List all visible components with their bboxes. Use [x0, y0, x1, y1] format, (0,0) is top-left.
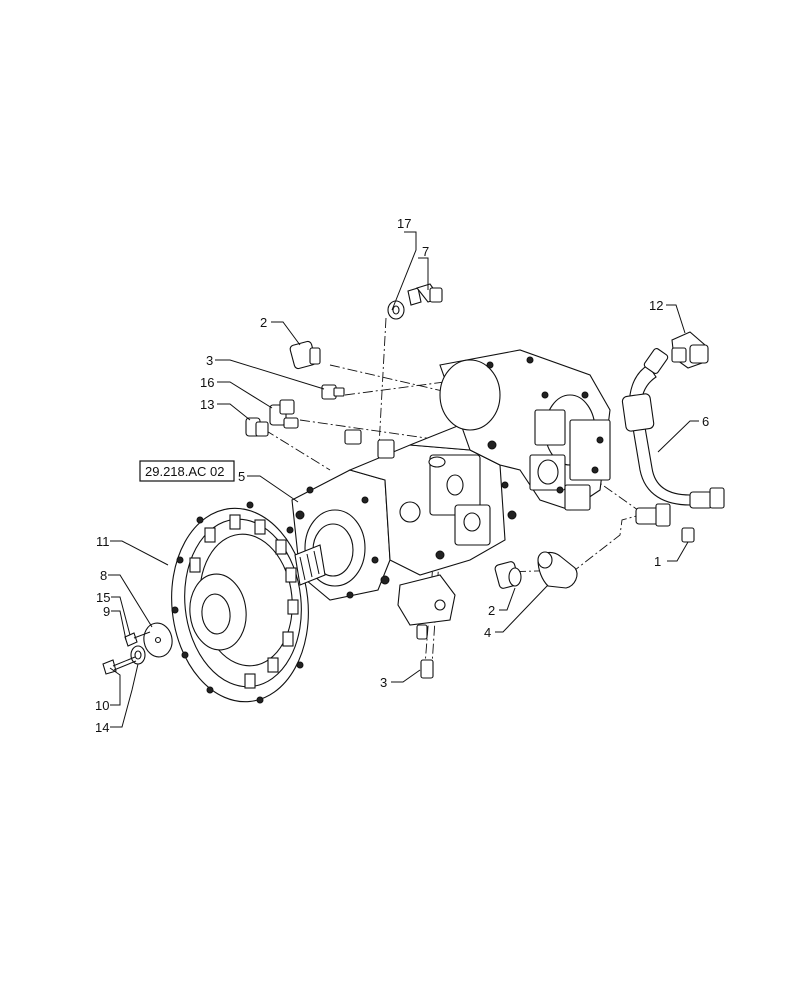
- callout-1[interactable]: 1: [654, 554, 661, 569]
- retaining-plate[interactable]: [141, 621, 174, 659]
- callout-9[interactable]: 9: [103, 604, 110, 619]
- callout-5[interactable]: 5: [238, 469, 245, 484]
- fitting-13[interactable]: [245, 417, 269, 437]
- elbow-fitting-12[interactable]: [671, 331, 709, 369]
- fitting-2-bottom[interactable]: [494, 561, 522, 589]
- callout-11[interactable]: 11: [96, 534, 110, 549]
- flywheel-bolt-holes: [171, 501, 304, 704]
- washer-17[interactable]: [387, 300, 405, 320]
- callout-3-top[interactable]: 3: [206, 353, 213, 368]
- reference-label: 29.218.AC 02: [145, 464, 225, 479]
- washer[interactable]: [130, 645, 146, 665]
- fitting-1[interactable]: [635, 503, 695, 543]
- callout-2-bottom[interactable]: 2: [488, 603, 495, 618]
- callout-3-bottom[interactable]: 3: [380, 675, 387, 690]
- callout-15[interactable]: 15: [96, 590, 110, 605]
- callout-13[interactable]: 13: [200, 397, 214, 412]
- callout-2-top[interactable]: 2: [260, 315, 267, 330]
- callout-10[interactable]: 10: [95, 698, 109, 713]
- reference-box[interactable]: 29.218.AC 02: [139, 460, 235, 482]
- fitting-2-top[interactable]: [289, 340, 321, 370]
- callout-17[interactable]: 17: [397, 216, 411, 231]
- flywheel-teeth: [189, 514, 299, 689]
- callout-16[interactable]: 16: [200, 375, 214, 390]
- housing-bolts: [295, 356, 604, 599]
- callout-7[interactable]: 7: [422, 244, 429, 259]
- fitting-3-bottom[interactable]: [416, 624, 434, 679]
- bolt-long[interactable]: [102, 656, 137, 675]
- hydraulic-pump-assembly[interactable]: [291, 349, 611, 626]
- bolt-7[interactable]: [407, 283, 443, 306]
- hydraulic-hose[interactable]: [621, 347, 725, 509]
- callout-14[interactable]: 14: [95, 720, 109, 735]
- elbow-fitting-4[interactable]: [537, 551, 578, 589]
- leader-lines: [108, 231, 699, 728]
- callout-8[interactable]: 8: [100, 568, 107, 583]
- callout-12[interactable]: 12: [649, 298, 663, 313]
- callout-6[interactable]: 6: [702, 414, 709, 429]
- flywheel-coupling[interactable]: [162, 501, 318, 708]
- bolt-short[interactable]: [124, 631, 151, 647]
- callout-4[interactable]: 4: [484, 625, 491, 640]
- fitting-16[interactable]: [269, 399, 299, 429]
- fitting-3-top[interactable]: [321, 384, 345, 400]
- callout-labels: 17 7 2 3 16 13 5 11 8 15 9 10 14 12 6 1 …: [95, 216, 709, 735]
